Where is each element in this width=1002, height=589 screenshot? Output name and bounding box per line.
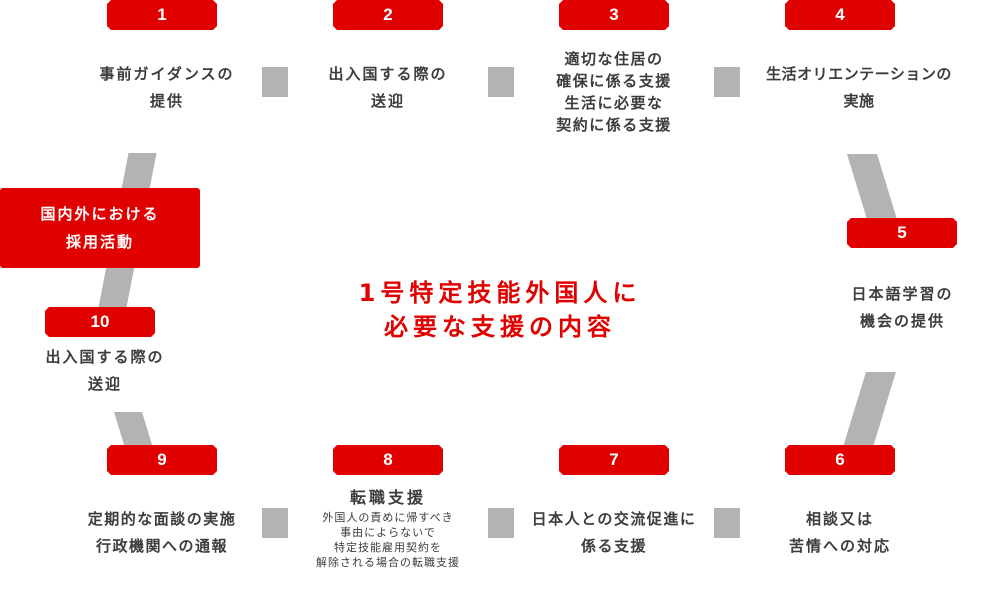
step-1-label: 事前ガイダンスの 提供 — [99, 65, 235, 110]
step-5-label: 日本語学習の 機会の提供 — [851, 285, 954, 330]
step-7-badge: 7 — [559, 445, 669, 475]
step-9-label: 定期的な面談の実施 行政機関への通報 — [87, 510, 237, 555]
separator-1-2 — [262, 67, 288, 97]
step-2-label: 出入国する際の 送迎 — [328, 65, 448, 110]
separator-9-8 — [262, 508, 288, 538]
step-6-badge: 6 — [785, 445, 895, 475]
step-8-badge: 8 — [333, 445, 443, 475]
step-8-title: 転職支援 — [349, 488, 426, 507]
step-7-label: 日本人との交流促進に 係る支援 — [531, 510, 697, 555]
separator-8-7 — [488, 508, 514, 538]
start-recruitment-box: 国内外における 採用活動 — [0, 188, 200, 268]
diagram-title: 1号特定技能外国人に 必要な支援の内容 — [358, 279, 642, 341]
step-4-badge: 4 — [785, 0, 895, 30]
step-9-badge: 9 — [107, 445, 217, 475]
step-3-badge: 3 — [559, 0, 669, 30]
step-1-badge: 1 — [107, 0, 217, 30]
separator-2-3 — [488, 67, 514, 97]
step-2-badge: 2 — [333, 0, 443, 30]
step-3-label: 適切な住居の 確保に係る支援 生活に必要な 契約に係る支援 — [556, 50, 672, 134]
step-4-label: 生活オリエンテーションの 実施 — [766, 65, 952, 110]
step-8-description: 外国人の責めに帰すべき 事由によらないで 特定技能雇用契約を 解除される場合の転… — [316, 511, 460, 569]
separator-7-6 — [714, 508, 740, 538]
connector-5-to-6 — [843, 372, 896, 447]
connector-4-to-5 — [847, 154, 897, 219]
step-10-badge: 10 — [45, 307, 155, 337]
separator-3-4 — [714, 67, 740, 97]
step-10-label: 出入国する際の 送迎 — [45, 348, 165, 393]
step-5-badge: 5 — [847, 218, 957, 248]
connector-10-to-9 — [114, 412, 153, 446]
step-6-label: 相談又は 苦情への対応 — [788, 510, 891, 555]
